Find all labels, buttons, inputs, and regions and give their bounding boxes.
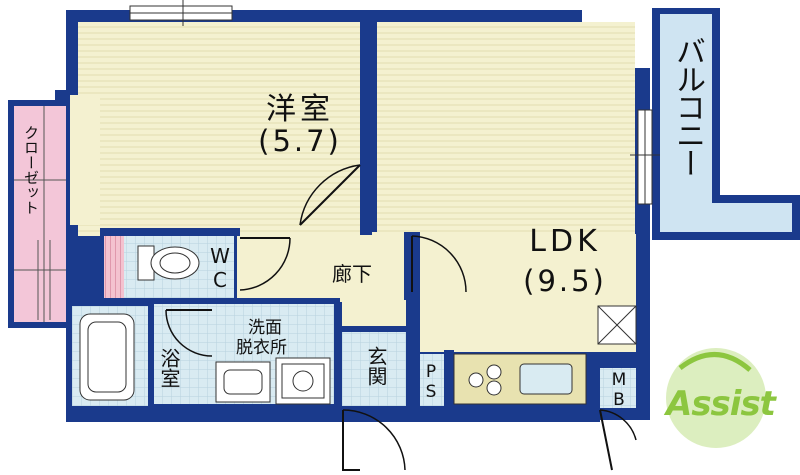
wc-label: WC	[208, 244, 232, 292]
toilet-fixture	[137, 245, 200, 281]
doors	[165, 164, 637, 471]
interior-walls	[66, 18, 454, 410]
western-room-floor	[78, 22, 360, 236]
windows	[129, 0, 660, 205]
closet-label: クローゼット	[22, 125, 40, 215]
assist-logo-text: Assist	[666, 384, 776, 424]
ldk-floor	[377, 22, 635, 234]
western-room-area: (5.7)	[258, 124, 342, 158]
ps-space	[418, 354, 444, 406]
ldk-label: LDK	[529, 224, 601, 259]
mb-space	[600, 368, 636, 408]
entrance-floor	[342, 332, 406, 406]
washbasin	[215, 361, 271, 403]
balcony-label: バルコニー	[670, 36, 705, 176]
balcony	[652, 8, 800, 240]
hallway-floor	[237, 232, 405, 300]
washing-machine-space	[275, 357, 331, 405]
ldk-area: (9.5)	[523, 264, 607, 298]
western-room-label: 洋室	[266, 92, 334, 127]
hallway-label: 廊下	[332, 262, 372, 286]
ps-label: PS	[421, 362, 441, 402]
kitchen-counter	[453, 353, 587, 405]
washroom-label-2: 脱衣所	[236, 338, 287, 358]
bathroom-label: 浴室	[157, 348, 181, 388]
assist-logo	[666, 348, 766, 448]
bathtub	[79, 313, 135, 401]
fridge-space	[597, 305, 637, 345]
entrance-label: 玄関	[364, 346, 388, 386]
washroom-label-1: 洗面	[248, 318, 282, 338]
mb-label: MB	[609, 370, 629, 410]
